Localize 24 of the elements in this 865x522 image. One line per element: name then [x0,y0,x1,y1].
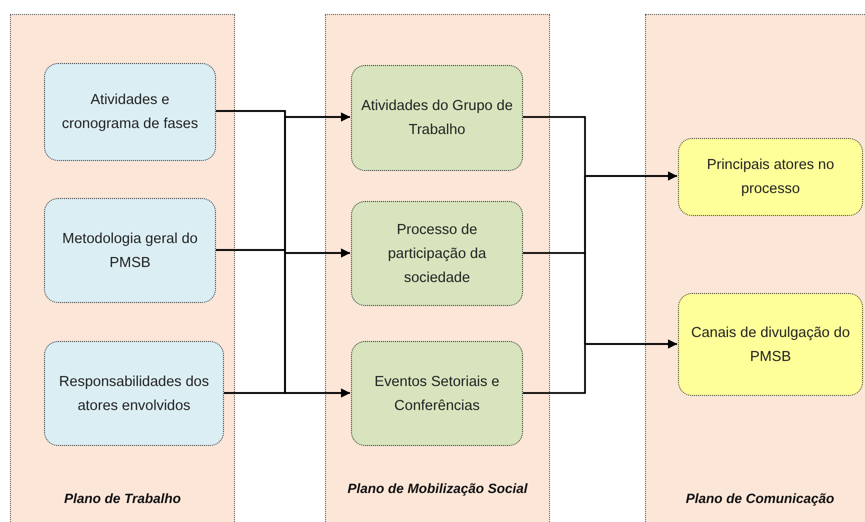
box-label: Responsabilidades dos atores envolvidos [58,372,210,416]
box-label: Processo de participação da sociedade [386,220,488,288]
group-title: Plano de Comunicação [684,490,836,508]
process-box [678,138,863,216]
box-label: Principais atores no processo [706,156,836,199]
process-box [351,341,523,446]
group-panel [645,14,865,522]
group-title: Plano de Mobilização Social [346,480,529,498]
process-box [351,65,523,171]
process-box [351,201,523,306]
process-box [44,341,224,446]
box-label: Eventos Setoriais e Conferências [374,372,500,416]
process-box [44,63,216,161]
process-box [678,293,863,396]
group-panel [10,14,235,522]
process-box [44,198,216,303]
box-label: Metodologia geral do PMSB [61,230,199,272]
box-label: Canais de divulgação do PMSB [690,324,851,366]
arrow [223,388,350,398]
group-panel [325,14,550,522]
box-label: Atividades do Grupo de Trabalho [360,97,514,140]
box-label: Atividades e cronograma de fases [60,91,200,134]
group-title: Plano de Trabalho [63,490,182,508]
arrow [522,340,677,394]
